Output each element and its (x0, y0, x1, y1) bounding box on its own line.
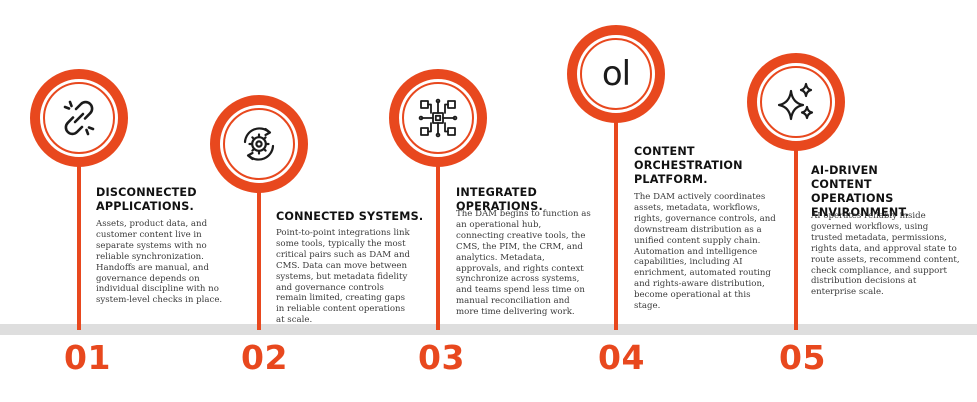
step-title: CONTENT ORCHESTRATION PLATFORM. (634, 145, 743, 186)
step-title: DISCONNECTED APPLICATIONS. (96, 186, 197, 213)
timeline-connector (794, 144, 798, 330)
timeline-baseline (0, 324, 977, 335)
timeline-connector (614, 116, 618, 330)
step-description: Assets, product data, and customer conte… (96, 219, 223, 306)
step-description: The DAM begins to function as an operati… (456, 209, 591, 318)
step-icon-circle: ol (567, 25, 665, 123)
gear-sync-icon (239, 124, 279, 164)
step-number: 03 (418, 338, 465, 377)
step-icon-circle (747, 53, 845, 151)
orchestration-logo-text: ol (601, 54, 631, 94)
step-number: 04 (598, 338, 645, 377)
timeline-connector (77, 160, 81, 330)
step-number: 01 (64, 338, 111, 377)
step-description: AI operates reliably inside governed wor… (811, 211, 960, 298)
step-title: AI-DRIVEN CONTENT OPERATIONS ENVIRONMENT… (811, 164, 910, 219)
timeline-connector (436, 160, 440, 330)
step-icon-circle (30, 69, 128, 167)
step-icon-circle (210, 95, 308, 193)
broken-link-icon (59, 98, 99, 138)
network-hub-icon (418, 98, 458, 138)
step-number: 05 (779, 338, 826, 377)
step-title: INTEGRATED OPERATIONS. (456, 186, 543, 213)
ai-sparkle-icon (776, 82, 816, 122)
timeline-connector (257, 186, 261, 330)
step-description: The DAM actively coordinates assets, met… (634, 192, 776, 312)
step-icon-circle (389, 69, 487, 167)
step-title: CONNECTED SYSTEMS. (276, 210, 424, 223)
orchestration-logo: ol (586, 54, 646, 94)
step-number: 02 (241, 338, 288, 377)
step-description: Point-to-point integrations link some to… (276, 228, 410, 326)
